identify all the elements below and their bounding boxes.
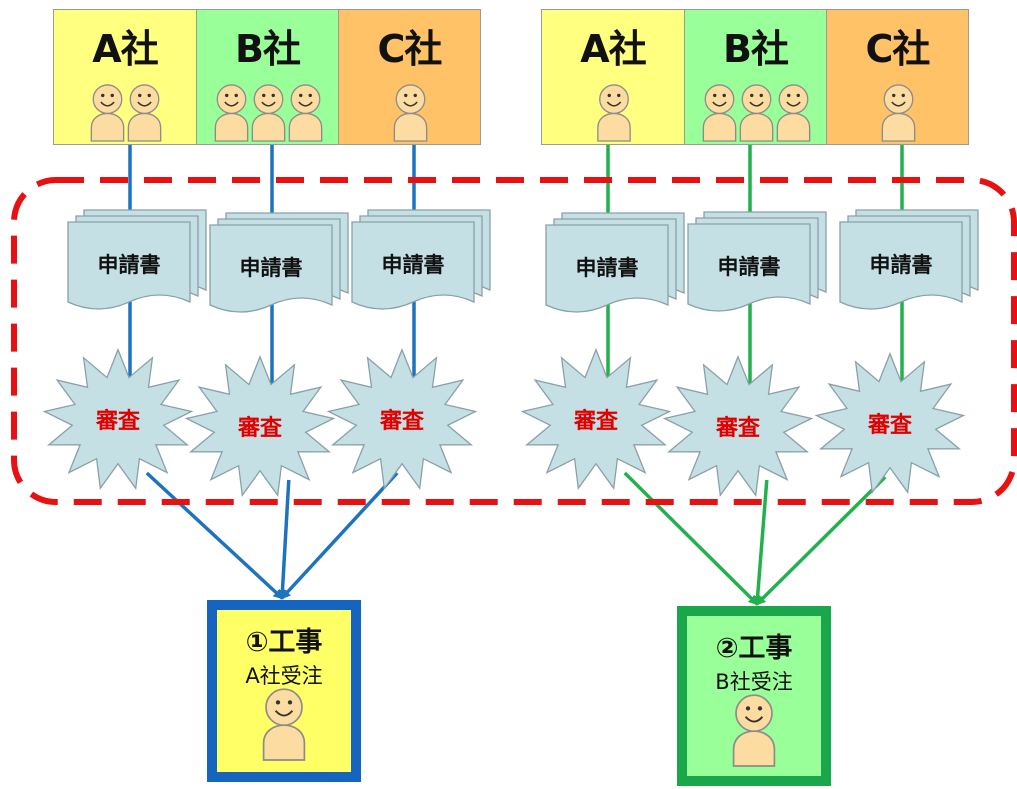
company-name: B社 <box>235 27 301 71</box>
person-icon <box>881 84 916 142</box>
award-arrow <box>280 471 399 600</box>
person-icon <box>90 84 125 142</box>
review-label: 審査 <box>95 408 141 434</box>
person-icon <box>732 694 776 767</box>
application-label: 申請書 <box>718 255 781 279</box>
company-name: C社 <box>377 27 443 71</box>
company-name: C社 <box>865 27 931 71</box>
company-box-c-left: C社 <box>338 9 481 145</box>
award-result-box-2: ②工事 B社受注 <box>677 606 831 786</box>
application-document-stack: 申請書 <box>67 209 207 310</box>
application-label: 申請書 <box>240 256 303 280</box>
company-name: B社 <box>723 27 789 71</box>
review-label: 審査 <box>573 408 619 434</box>
application-document-stack: 申請書 <box>687 211 827 312</box>
application-document-stack: 申請書 <box>209 212 349 313</box>
person-icon <box>214 84 249 142</box>
person-icon <box>732 694 776 767</box>
people-icon-group <box>597 84 631 142</box>
review-label: 審査 <box>715 415 761 441</box>
person-icon <box>393 84 428 142</box>
application-document-stack: 申請書 <box>839 209 979 310</box>
application-label: 申請書 <box>98 253 161 277</box>
winning-company: B社受注 <box>715 670 793 694</box>
people-icon-group <box>393 84 428 142</box>
award-result-box-1: ①工事 A社受注 <box>207 600 361 782</box>
company-box-a-right: A社 <box>541 9 685 145</box>
company-name: A社 <box>92 27 158 71</box>
person-icon <box>127 84 162 142</box>
review-burst: 審査 <box>326 347 478 491</box>
award-arrow <box>752 479 769 606</box>
review-burst: 審査 <box>520 347 672 491</box>
company-box-a-left: A社 <box>53 9 197 145</box>
person-icon <box>739 84 774 142</box>
review-label: 審査 <box>867 412 913 438</box>
review-burst: 審査 <box>662 354 814 498</box>
project-title: ①工事 <box>245 627 323 658</box>
application-document-stack: 申請書 <box>351 209 491 310</box>
project-title: ②工事 <box>715 633 793 664</box>
winning-company: A社受注 <box>245 664 323 688</box>
person-icon <box>251 84 286 142</box>
people-icon-group <box>702 84 811 142</box>
person-icon <box>262 688 306 761</box>
application-label: 申請書 <box>870 253 933 277</box>
application-label: 申請書 <box>576 256 639 280</box>
people-icon-group <box>881 84 916 142</box>
award-arrow <box>623 471 759 606</box>
application-label: 申請書 <box>382 253 445 277</box>
people-icon-group <box>214 84 323 142</box>
person-icon <box>702 84 737 142</box>
person-icon <box>288 84 323 142</box>
company-name: A社 <box>580 27 646 71</box>
review-burst: 審査 <box>42 347 194 491</box>
award-arrow <box>145 471 284 600</box>
award-arrow <box>277 479 291 600</box>
company-box-b-left: B社 <box>196 9 339 145</box>
review-label: 審査 <box>379 408 425 434</box>
review-label: 審査 <box>237 415 283 441</box>
award-arrow <box>755 475 887 606</box>
review-process-boundary <box>11 177 1017 505</box>
person-icon <box>597 84 631 142</box>
company-box-b-right: B社 <box>684 9 827 145</box>
person-icon <box>262 688 306 761</box>
people-icon-group <box>90 84 162 142</box>
person-icon <box>776 84 811 142</box>
company-box-c-right: C社 <box>826 9 969 145</box>
review-burst: 審査 <box>184 354 336 498</box>
application-document-stack: 申請書 <box>545 212 685 313</box>
review-burst: 審査 <box>814 351 966 495</box>
